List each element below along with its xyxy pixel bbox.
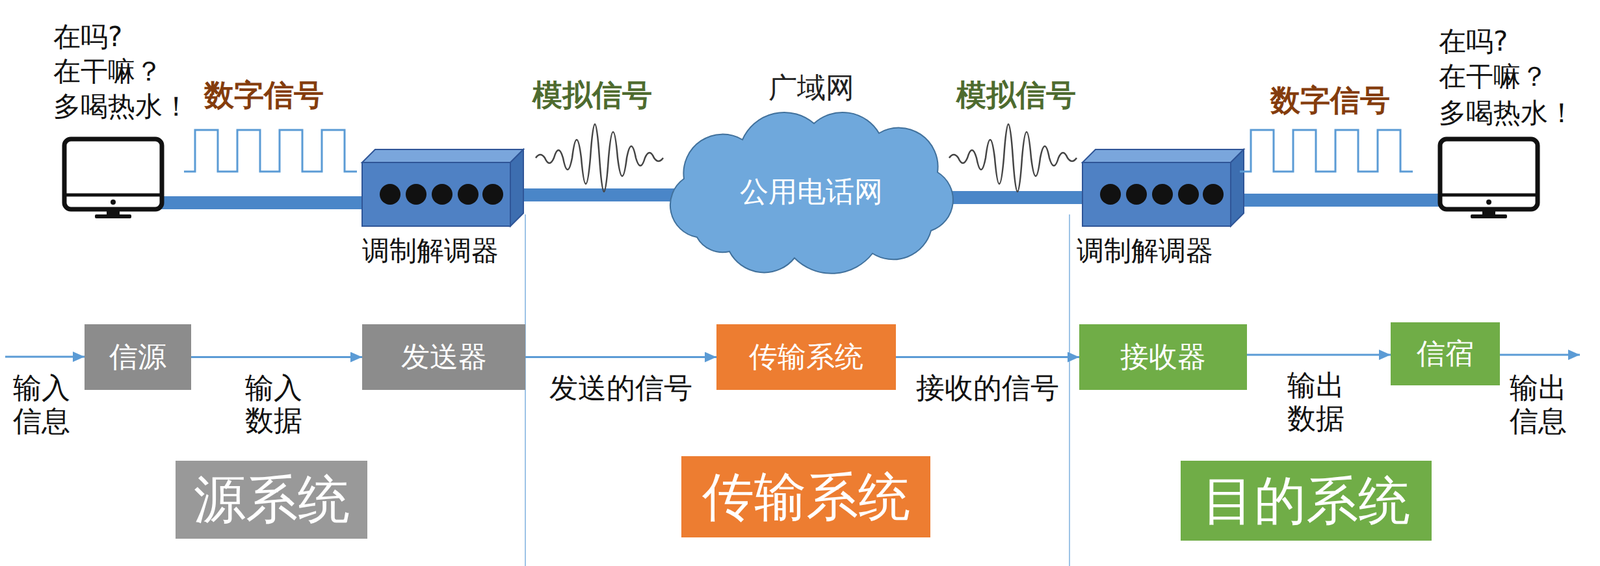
io-label: 输出 信息 xyxy=(1509,371,1573,438)
box-text: 信宿 xyxy=(1416,337,1474,371)
signal-label: 数字信号 xyxy=(204,78,324,113)
chat-text: 在干嘛？ xyxy=(53,55,163,88)
modem-icon xyxy=(1082,149,1244,227)
device-label: 调制解调器 xyxy=(362,235,499,267)
process-box: 传输系统 xyxy=(716,324,896,391)
process-box: 发送器 xyxy=(362,324,526,391)
box-text: 信源 xyxy=(109,340,167,374)
process-box: 信源 xyxy=(84,324,192,391)
chat-text: 在吗? xyxy=(1438,26,1508,58)
signal-label: 数字信号 xyxy=(1270,83,1391,118)
divider-line xyxy=(524,214,526,566)
box-text: 目的系统 xyxy=(1202,471,1411,532)
signal-label: 模拟信号 xyxy=(956,78,1076,113)
cloud-node: 广域网公用电话网 xyxy=(657,71,965,276)
group-box: 源系统 xyxy=(175,460,368,539)
monitor-icon xyxy=(1440,139,1538,219)
signal-label: 模拟信号 xyxy=(532,78,653,113)
analog-wave xyxy=(949,124,1077,192)
process-box: 接收器 xyxy=(1079,324,1247,391)
modem-icon xyxy=(362,149,524,227)
io-label: 输入 信息 xyxy=(13,371,77,438)
chat-text: 在吗? xyxy=(53,21,123,53)
group-box: 目的系统 xyxy=(1180,460,1432,541)
edge-label: 输出 数据 xyxy=(1287,369,1351,435)
region-label: 公用电话网 xyxy=(657,175,965,209)
region-heading: 广域网 xyxy=(657,71,965,105)
io-arrow xyxy=(5,356,85,359)
edge-label: 输入 数据 xyxy=(245,371,309,438)
device-label: 调制解调器 xyxy=(1076,235,1214,267)
chat-text: 多喝热水！ xyxy=(1438,97,1576,129)
flow-arrow xyxy=(525,356,717,359)
analog-wave xyxy=(535,124,664,192)
box-text: 源系统 xyxy=(193,470,350,530)
box-text: 接收器 xyxy=(1120,340,1207,374)
digital-wave xyxy=(1239,130,1413,172)
process-box: 信宿 xyxy=(1390,322,1500,386)
group-box: 传输系统 xyxy=(681,456,931,538)
monitor-icon xyxy=(64,139,162,219)
box-text: 传输系统 xyxy=(748,340,864,374)
io-arrow xyxy=(1499,354,1580,357)
edge-label: 接收的信号 xyxy=(916,371,1060,406)
flow-arrow xyxy=(191,356,363,359)
divider-line xyxy=(1068,214,1071,566)
edge-label: 发送的信号 xyxy=(549,371,693,406)
box-text: 发送器 xyxy=(401,340,487,374)
chat-text: 在干嘛？ xyxy=(1438,61,1548,93)
digital-wave xyxy=(183,130,357,172)
flow-arrow xyxy=(895,356,1080,359)
box-text: 传输系统 xyxy=(702,467,911,528)
flow-arrow xyxy=(1246,354,1391,357)
chat-text: 多喝热水！ xyxy=(53,91,190,123)
